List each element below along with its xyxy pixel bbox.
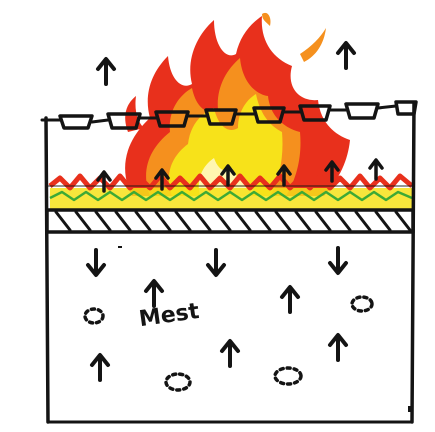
up-arrow-icon: [92, 355, 108, 380]
stray-mark: [408, 406, 412, 412]
up-arrow-icon: [338, 43, 354, 68]
mest-label: Mest: [137, 299, 201, 332]
container-left-wall: [46, 118, 48, 422]
up-arrow-icon: [222, 341, 238, 366]
up-arrow-icon: [282, 287, 298, 312]
barrier-hatching: [56, 212, 410, 230]
gas-bubble-icon: [352, 297, 372, 311]
up-arrow-icon: [146, 281, 162, 306]
flame-wisp-right: [300, 28, 326, 62]
down-arrow-icon: [88, 250, 104, 275]
container-right-wall: [412, 104, 414, 422]
flame-wisp-top: [262, 13, 271, 26]
hatched-barrier: [47, 210, 413, 232]
up-arrow-icon: [330, 335, 346, 360]
gas-bubble-icon: [166, 374, 190, 390]
down-arrow-icon: [330, 248, 346, 273]
gas-bubble-icon: [275, 368, 301, 384]
chain-link: [60, 116, 92, 128]
down-arrow-icon: [208, 250, 224, 275]
stray-mark: [118, 246, 122, 248]
gas-bubble-icon: [85, 309, 103, 323]
up-arrow-icon: [98, 59, 114, 84]
chain-link: [346, 104, 378, 118]
